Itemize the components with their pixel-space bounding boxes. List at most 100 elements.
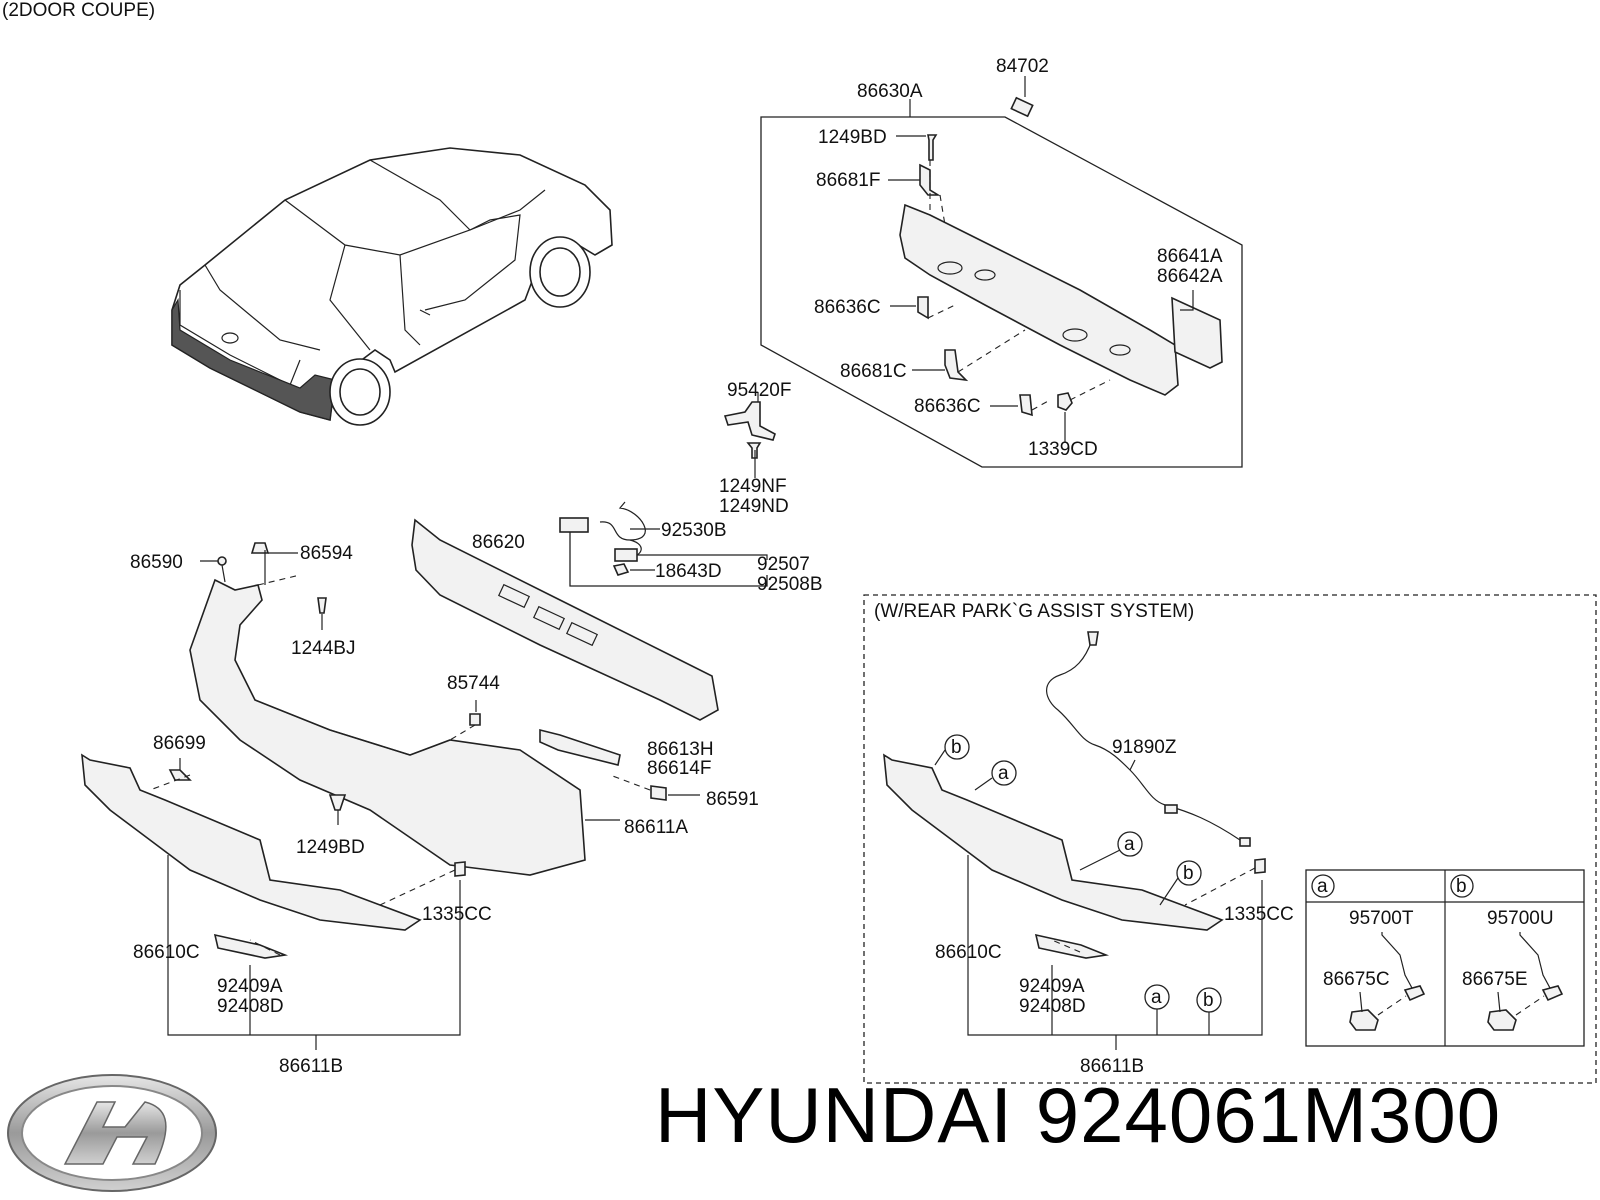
inset-part-95700u: 95700U <box>1487 908 1554 929</box>
callout-b-upper <box>944 734 970 760</box>
bracket-86681f <box>919 163 941 196</box>
park-part-1335cc: 1335CC <box>1224 904 1294 925</box>
bumper-cover-86611a <box>189 578 586 876</box>
callout-a-middle <box>1117 831 1143 857</box>
svg-text:b: b <box>1203 990 1214 1011</box>
part-86613h: 86613H <box>647 739 714 760</box>
svg-text:a: a <box>1124 834 1135 855</box>
part-1249bd-top: 1249BD <box>818 127 887 148</box>
sensor-95700u <box>1541 985 1564 1002</box>
park-part-91890z: 91890Z <box>1112 737 1177 758</box>
reinforcement-frame <box>760 116 1243 468</box>
park-assist-frame <box>863 594 1597 1084</box>
part-1249nf: 1249NF <box>719 476 787 497</box>
clip-86636c-2 <box>1019 394 1033 417</box>
part-86591: 86591 <box>706 789 759 810</box>
part-1249bd-lower: 1249BD <box>296 837 365 858</box>
molding-86613h <box>539 728 621 766</box>
svg-text:b: b <box>951 737 962 758</box>
stay-plate <box>1171 296 1223 369</box>
piece-86699 <box>168 769 192 781</box>
callout-b-middle <box>1176 860 1202 886</box>
car-illustration <box>171 147 613 426</box>
park-part-86610c: 86610C <box>935 942 1002 963</box>
part-86630a: 86630A <box>857 81 923 102</box>
park-part-92409a: 92409A <box>1019 976 1085 997</box>
bolt-1249bd <box>927 134 938 161</box>
svg-text:b: b <box>1183 863 1194 884</box>
park-lower-cover-86610c <box>883 753 1224 931</box>
energy-absorber-86620 <box>411 518 719 721</box>
svg-text:b: b <box>1456 876 1467 897</box>
part-86594: 86594 <box>300 543 353 564</box>
reinforcement-beam <box>899 203 1179 396</box>
reflector-92409a <box>213 933 289 959</box>
part-86620: 86620 <box>472 532 525 553</box>
part-86699: 86699 <box>153 733 206 754</box>
part-86636c-lower: 86636C <box>914 396 981 417</box>
screw-1249nf <box>746 442 762 459</box>
part-85744: 85744 <box>447 673 500 694</box>
part-1335cc-left: 1335CC <box>422 904 492 925</box>
svg-text:a: a <box>1151 987 1162 1008</box>
part-95420f: 95420F <box>727 380 791 401</box>
part-1249nd: 1249ND <box>719 496 789 517</box>
bulb-18643d <box>612 563 630 576</box>
part-84702: 84702 <box>996 56 1049 77</box>
reinforcement-group: 84702 86630A 1249BD 86681F 86641A 86642A… <box>760 56 1243 468</box>
part-86642a: 86642A <box>1157 266 1223 287</box>
bumper-group: 86620 86590 86594 1244BJ 85744 86699 866… <box>81 518 759 1077</box>
sensor-95700t <box>1403 985 1426 1002</box>
svg-text:a: a <box>1317 876 1328 897</box>
sensor-inset: a b 95700T 86675C 95700U 86675E <box>1305 869 1585 1047</box>
holder-86675c <box>1349 1009 1379 1031</box>
part-86681c: 86681C <box>840 361 907 382</box>
lower-cover-86610c <box>81 753 422 931</box>
callout-a-upper <box>991 760 1017 786</box>
nut-1339cd <box>1057 392 1073 411</box>
wiring-frame <box>569 532 768 587</box>
bolt-1244bj <box>317 597 327 614</box>
bolt-1249bd-lower <box>328 794 347 811</box>
svg-text:a: a <box>998 763 1009 784</box>
part-86590: 86590 <box>130 552 183 573</box>
part-86641a: 86641A <box>1157 246 1223 267</box>
lamp-92507 <box>614 548 638 562</box>
screw-85744 <box>469 713 481 726</box>
park-assist-title: (W/REAR PARK`G ASSIST SYSTEM) <box>874 601 1194 622</box>
screw-86591 <box>650 785 667 801</box>
sensor-wire-95420f <box>723 401 776 441</box>
part-86681f: 86681F <box>816 170 880 191</box>
clip-1335cc <box>454 861 466 877</box>
part-1339cd: 1339CD <box>1028 439 1098 460</box>
part-92508b: 92508B <box>757 574 823 595</box>
variant-note: (2DOOR COUPE) <box>2 0 155 21</box>
retainer-86590 <box>217 556 227 566</box>
park-reflector-92409a <box>1034 933 1110 959</box>
part-92507: 92507 <box>757 554 810 575</box>
part-92530b: 92530B <box>661 520 727 541</box>
bracket-84702 <box>1010 96 1034 118</box>
inset-part-86675c: 86675C <box>1323 969 1390 990</box>
harness-connector <box>559 517 589 533</box>
park-part-92408d: 92408D <box>1019 996 1086 1017</box>
part-86611b-left: 86611B <box>279 1056 343 1077</box>
inset-part-86675e: 86675E <box>1462 969 1528 990</box>
hyundai-logo-icon <box>7 1074 217 1192</box>
park-assist-group: (W/REAR PARK`G ASSIST SYSTEM) b a a b a … <box>863 594 1597 1084</box>
part-86611a: 86611A <box>624 817 688 838</box>
park-clip-1335cc <box>1254 858 1266 874</box>
bracket-86681c <box>944 349 969 382</box>
holder-86675e <box>1487 1009 1517 1031</box>
inset-part-95700t: 95700T <box>1349 908 1414 929</box>
clip-86636c-1 <box>917 296 929 320</box>
park-part-86611b: 86611B <box>1080 1056 1144 1077</box>
inset-callout-a <box>1311 874 1335 898</box>
part-92409a-left: 92409A <box>217 976 283 997</box>
inset-callout-b <box>1450 874 1474 898</box>
part-1244bj: 1244BJ <box>291 638 355 659</box>
part-86614f: 86614F <box>647 758 711 779</box>
part-86610c-left: 86610C <box>133 942 200 963</box>
wiring-group: 95420F 1249NF 1249ND 92530B 92507 92508B… <box>559 380 823 595</box>
